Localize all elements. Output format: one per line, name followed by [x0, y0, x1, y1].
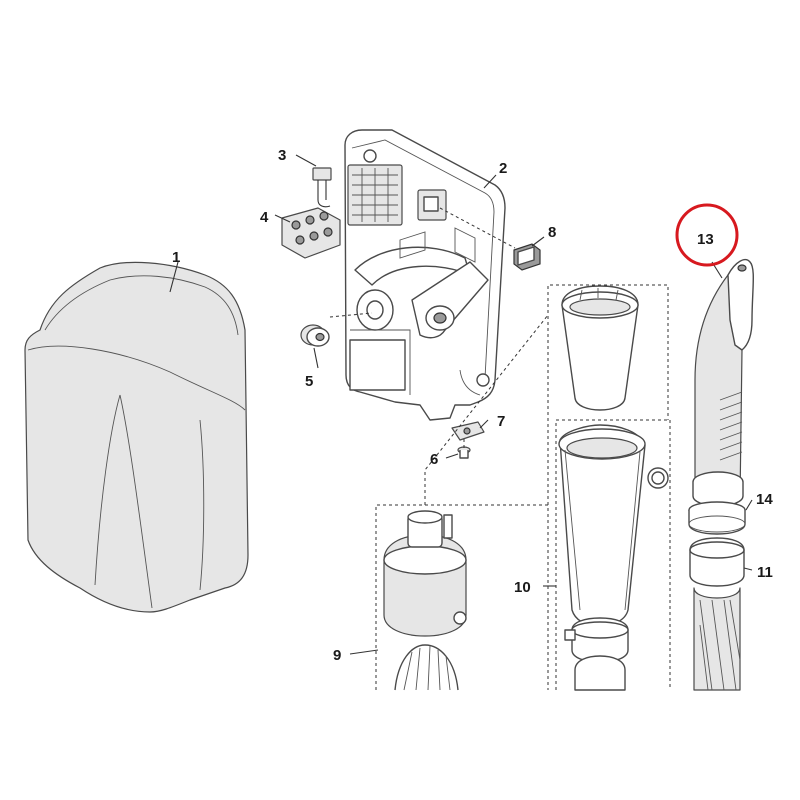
part-3-wire-connector [312, 167, 332, 208]
part-7-clip [451, 421, 485, 441]
part-4-terminal-block [281, 207, 341, 259]
part-2-back-plate [344, 129, 506, 421]
callout-9: 9 [333, 647, 341, 664]
callout-5: 5 [305, 373, 313, 390]
part-10-nozzle-cone [555, 419, 671, 691]
callout-13: 13 [697, 231, 714, 248]
part-14-ring [688, 501, 746, 535]
part-1-cover [24, 261, 249, 613]
callout-14: 14 [756, 491, 773, 508]
callout-2: 2 [499, 160, 507, 177]
part-8-switch [513, 243, 541, 271]
callout-1: 1 [172, 249, 180, 266]
highlight-circle-13 [675, 203, 739, 267]
upper-cup [561, 285, 639, 411]
callout-6: 6 [430, 451, 438, 468]
part-13-hose-head [692, 258, 754, 507]
assembly-lines [329, 207, 669, 505]
part-9-motor-fan [375, 504, 549, 691]
leader-lines [169, 154, 753, 655]
callout-10: 10 [514, 579, 531, 596]
part-11-hose [689, 537, 745, 691]
callout-4: 4 [260, 209, 269, 226]
callout-11: 11 [757, 564, 773, 581]
callout-3: 3 [278, 147, 286, 164]
part-5-grommet [300, 324, 330, 347]
callout-7: 7 [497, 413, 505, 430]
callout-8: 8 [548, 224, 556, 241]
part-6-screw [457, 446, 471, 459]
